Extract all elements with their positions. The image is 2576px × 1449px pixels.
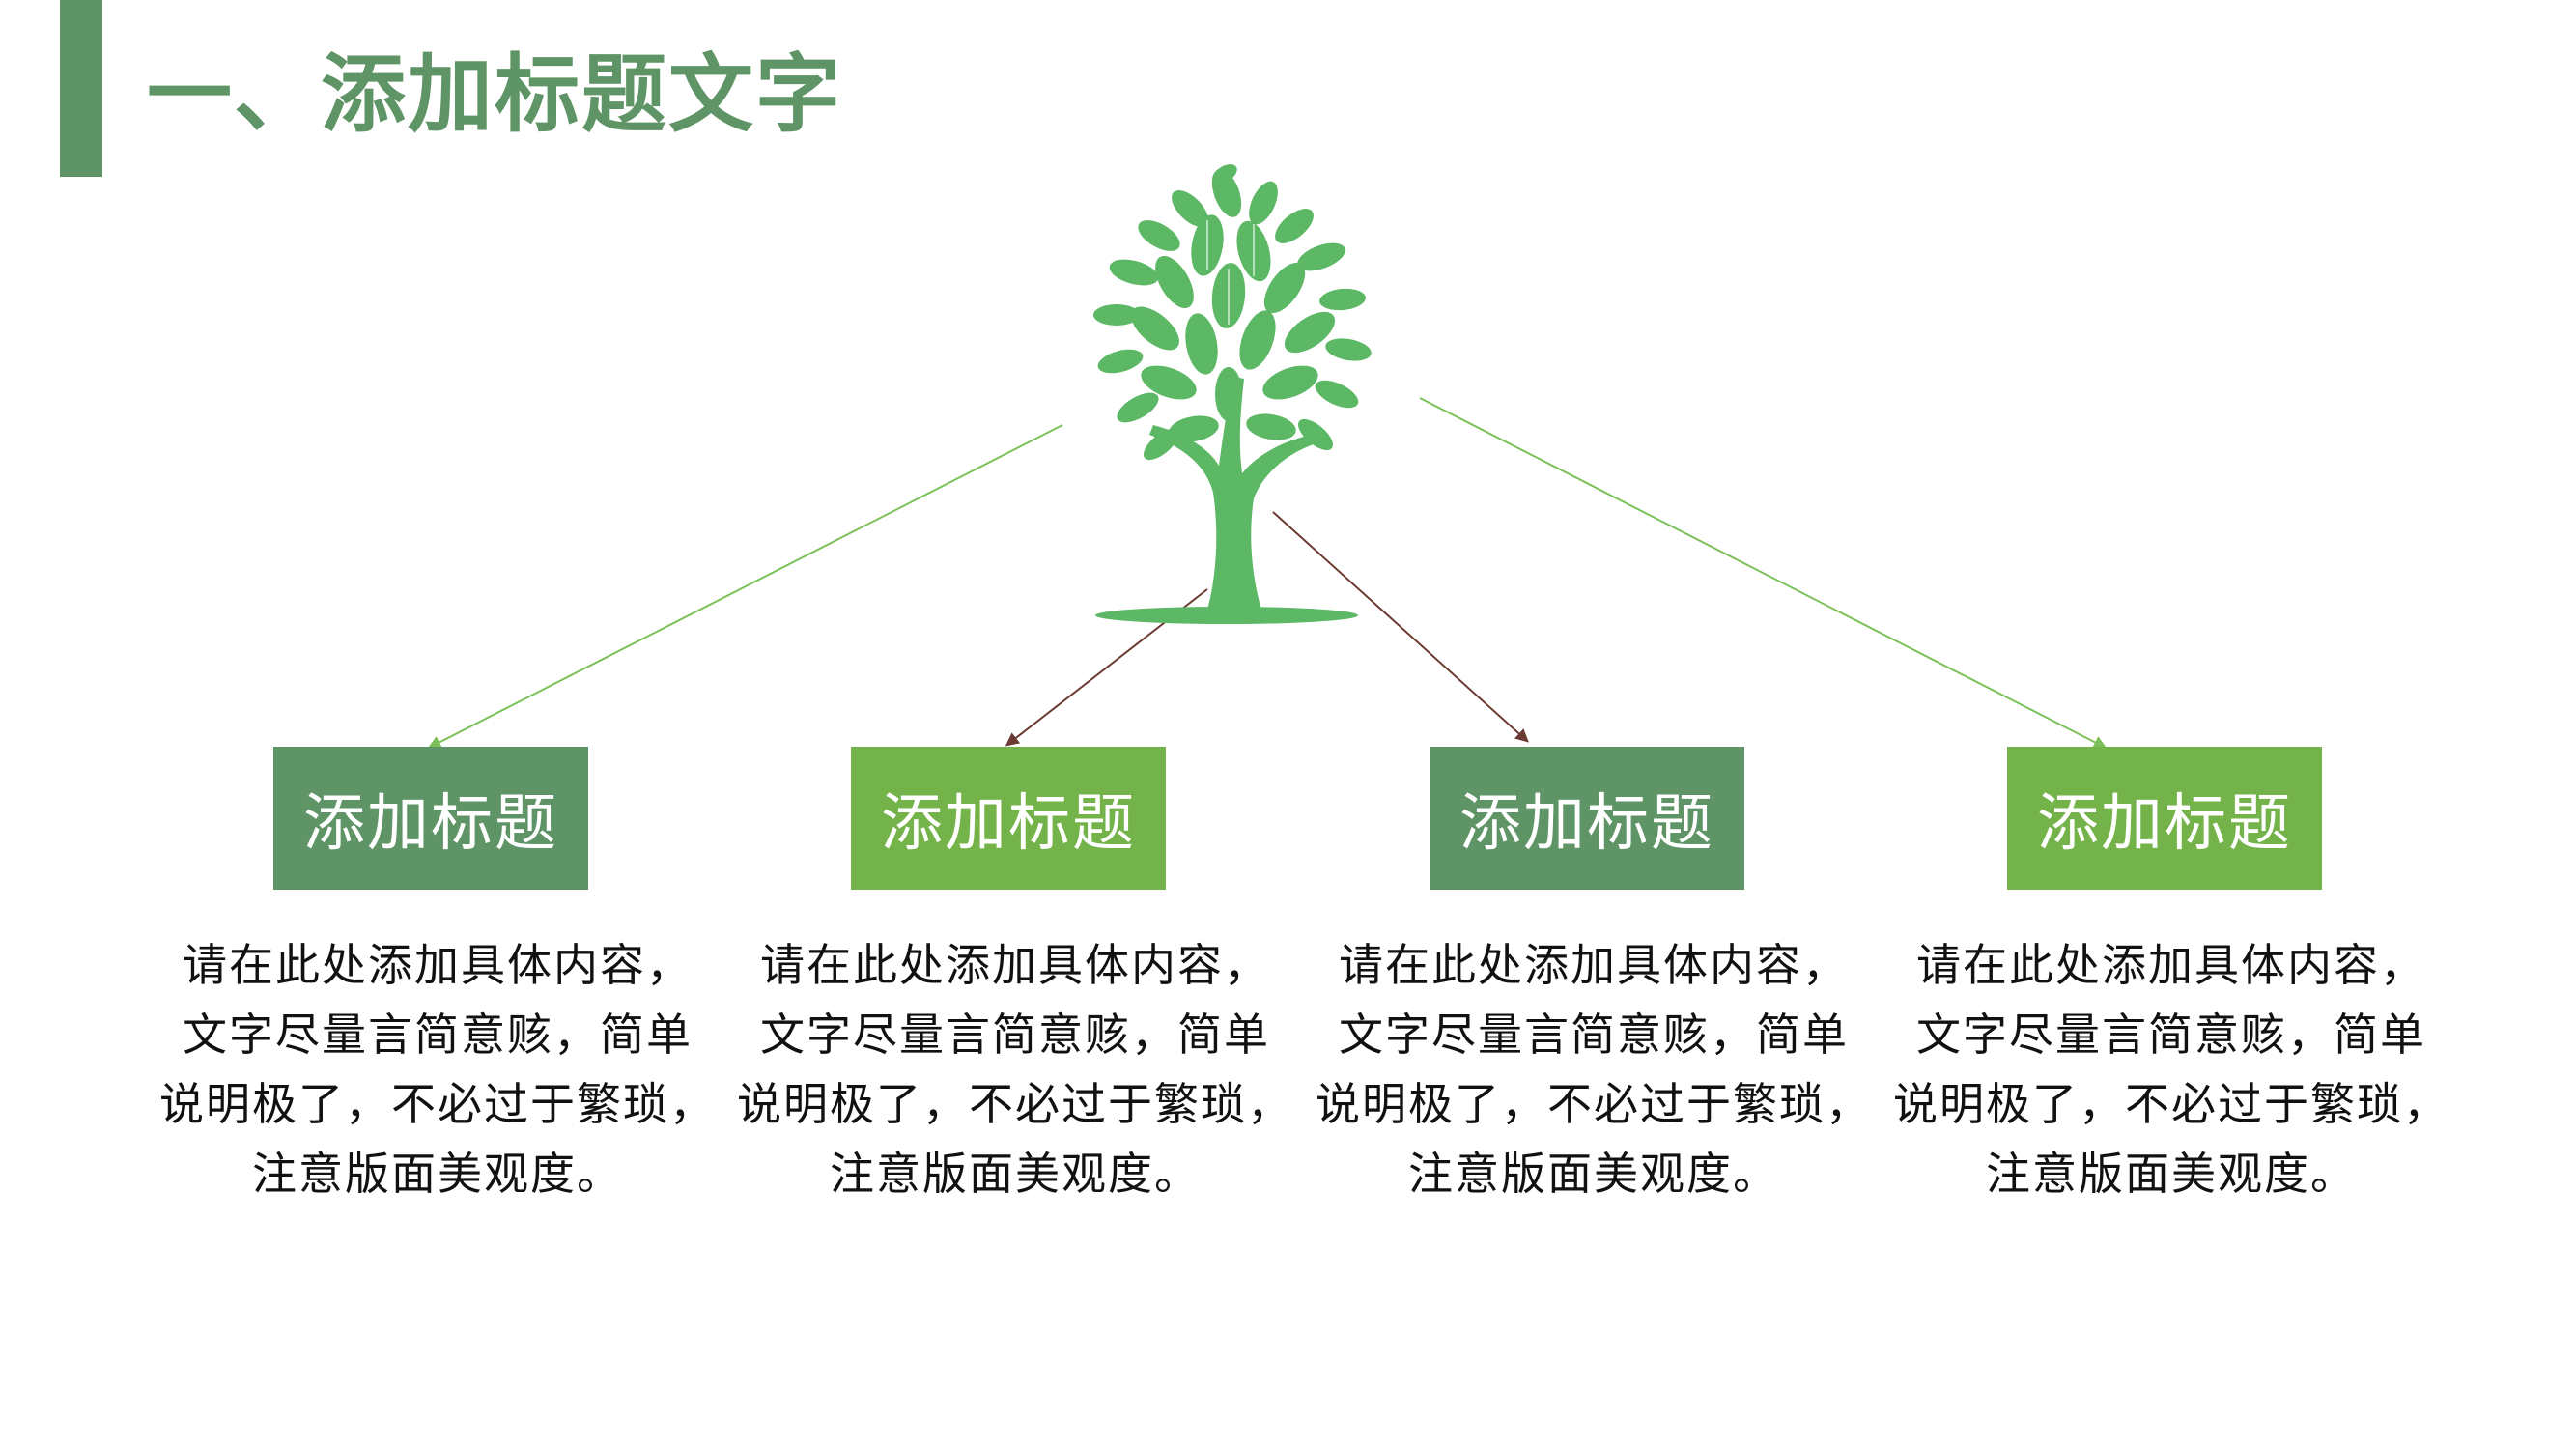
card-4: 添加标题 请在此处添加具体内容， 文字尽量言简意赅，简单 说明极了，不必过于繁琐… xyxy=(1893,747,2448,1200)
card-description: 请在此处添加具体内容， 文字尽量言简意赅，简单 说明极了，不必过于繁琐， 注意版… xyxy=(725,930,1305,1208)
card-title: 添加标题 xyxy=(2007,747,2322,890)
card-description-line: 说明极了，不必过于繁琐， xyxy=(737,1078,1293,1130)
card-title: 添加标题 xyxy=(1430,747,1744,890)
card-description-line: 文字尽量言简意赅，简单 xyxy=(183,1009,693,1061)
card-3: 添加标题 请在此处添加具体内容， 文字尽量言简意赅，简单 说明极了，不必过于繁琐… xyxy=(1316,747,1870,1200)
arrow-to-card-1 xyxy=(427,424,1063,749)
title-accent-bar xyxy=(60,0,102,177)
card-title: 添加标题 xyxy=(851,747,1166,890)
card-description-line: 请在此处添加具体内容， xyxy=(760,939,1270,991)
card-title: 添加标题 xyxy=(273,747,588,890)
card-description-line: 注意版面美观度。 xyxy=(1408,1148,1779,1200)
arrow-to-card-3 xyxy=(1272,511,1529,743)
card-description-line: 文字尽量言简意赅，简单 xyxy=(760,1009,1270,1061)
card-description-line: 注意版面美观度。 xyxy=(252,1148,623,1200)
card-description-line: 说明极了，不必过于繁琐， xyxy=(159,1078,716,1130)
card-description-line: 说明极了，不必过于繁琐， xyxy=(1316,1078,1872,1130)
card-description: 请在此处添加具体内容， 文字尽量言简意赅，简单 说明极了，不必过于繁琐， 注意版… xyxy=(1304,930,1883,1208)
card-description-line: 文字尽量言简意赅，简单 xyxy=(1916,1009,2426,1061)
card-description: 请在此处添加具体内容， 文字尽量言简意赅，简单 说明极了，不必过于繁琐， 注意版… xyxy=(1882,930,2461,1208)
card-1: 添加标题 请在此处添加具体内容， 文字尽量言简意赅，简单 说明极了，不必过于繁琐… xyxy=(159,747,714,1200)
card-description-line: 请在此处添加具体内容， xyxy=(183,939,693,991)
card-description-line: 注意版面美观度。 xyxy=(1986,1148,2357,1200)
arrow-to-card-4 xyxy=(1419,397,2108,749)
card-description-line: 请在此处添加具体内容， xyxy=(1916,939,2426,991)
card-description-line: 文字尽量言简意赅，简单 xyxy=(1339,1009,1849,1061)
card-2: 添加标题 请在此处添加具体内容， 文字尽量言简意赅，简单 说明极了，不必过于繁琐… xyxy=(737,747,1291,1200)
card-description-line: 请在此处添加具体内容， xyxy=(1339,939,1849,991)
card-description-line: 注意版面美观度。 xyxy=(830,1148,1201,1200)
page-title: 一、添加标题文字 xyxy=(147,44,843,144)
card-description-line: 说明极了，不必过于繁琐， xyxy=(1893,1078,2449,1130)
card-description: 请在此处添加具体内容， 文字尽量言简意赅，简单 说明极了，不必过于繁琐， 注意版… xyxy=(148,930,727,1208)
tree-icon xyxy=(1093,164,1372,624)
